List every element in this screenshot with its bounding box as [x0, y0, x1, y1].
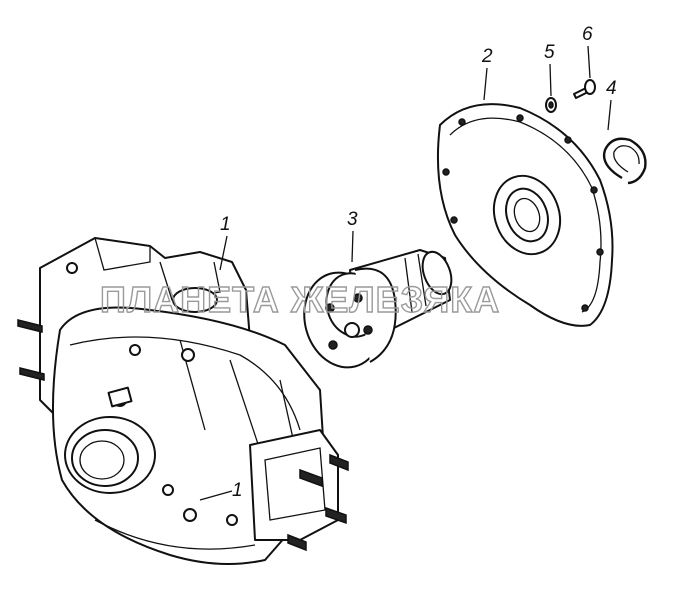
svg-text:2: 2 — [481, 46, 493, 67]
cover-part — [436, 103, 614, 327]
watermark-text: ПЛАНЕТА ЖЕЛЕЗЯКА — [100, 279, 500, 320]
callout-4: 4 — [606, 78, 617, 131]
callout-3: 3 — [347, 209, 358, 263]
left-studs — [17, 319, 45, 381]
svg-text:1: 1 — [232, 480, 243, 501]
callout-5: 5 — [544, 42, 555, 97]
svg-text:5: 5 — [544, 42, 555, 63]
bolt-part — [573, 79, 596, 99]
washer-part — [545, 97, 557, 113]
svg-text:6: 6 — [582, 24, 593, 45]
callout-1b: 1 — [199, 480, 243, 501]
svg-text:4: 4 — [606, 78, 617, 99]
shaft-part — [303, 249, 453, 369]
snap-ring-part — [602, 137, 647, 185]
svg-text:3: 3 — [347, 209, 358, 230]
housing-part — [17, 237, 349, 565]
callout-1: 1 — [219, 214, 231, 271]
callout-2: 2 — [481, 46, 493, 101]
right-studs — [287, 453, 349, 552]
svg-text:1: 1 — [220, 214, 231, 235]
callout-6: 6 — [582, 24, 593, 79]
